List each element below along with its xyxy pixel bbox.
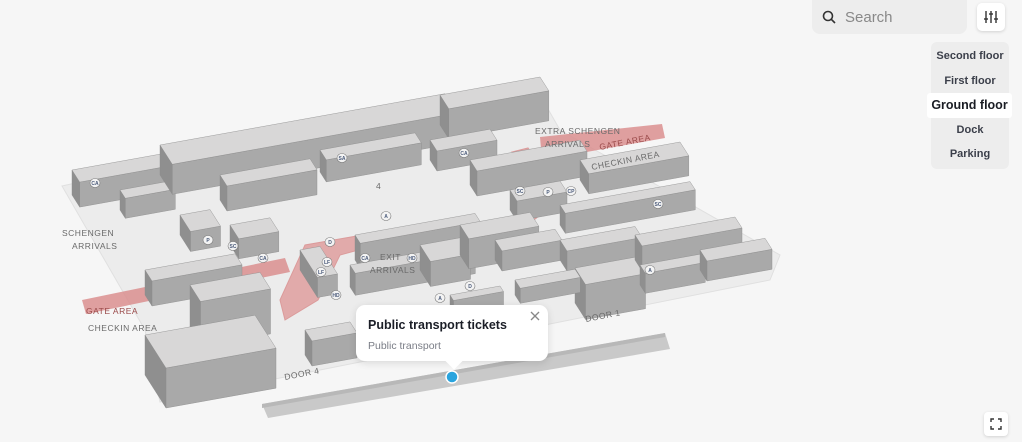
poi-label: D xyxy=(328,240,332,246)
floor-selector: Second floor First floor Ground floor Do… xyxy=(927,42,1012,169)
poi-marker[interactable]: D xyxy=(464,281,476,291)
building xyxy=(639,253,706,294)
popup-title: Public transport tickets xyxy=(368,318,507,332)
label-exit-2: ARRIVALS xyxy=(370,265,415,275)
poi-marker[interactable]: HD xyxy=(406,253,418,263)
poi-label: A xyxy=(438,296,442,302)
building xyxy=(579,141,690,195)
public-transport-marker[interactable] xyxy=(445,370,459,384)
building xyxy=(319,132,422,183)
poi-marker[interactable]: LF xyxy=(315,267,327,277)
building xyxy=(469,139,588,197)
label-extra-schengen-2: ARRIVALS xyxy=(545,139,590,149)
poi-label: A xyxy=(384,214,388,220)
building xyxy=(699,238,773,282)
label-extra-schengen: EXTRA SCHENGEN xyxy=(535,126,620,136)
building xyxy=(559,181,696,234)
poi-marker[interactable]: LF xyxy=(321,257,333,267)
road-strip xyxy=(262,333,670,418)
search-box[interactable] xyxy=(812,0,967,34)
poi-marker[interactable]: SA xyxy=(336,153,348,163)
building xyxy=(219,158,318,212)
close-icon[interactable] xyxy=(528,309,542,323)
poi-marker[interactable]: SC xyxy=(514,186,526,196)
label-schengen-2: ARRIVALS xyxy=(72,241,117,251)
poi-marker[interactable]: CA xyxy=(89,178,101,188)
poi-marker[interactable]: A xyxy=(380,211,392,221)
label-hall-4: 4 xyxy=(376,181,381,191)
building xyxy=(419,237,471,288)
poi-marker[interactable]: CA xyxy=(359,253,371,263)
poi-label: LF xyxy=(318,270,324,276)
search-icon xyxy=(822,10,836,24)
fullscreen-button[interactable] xyxy=(984,412,1008,436)
poi-label: P xyxy=(546,190,550,196)
search-input[interactable] xyxy=(843,7,957,27)
poi-label: CA xyxy=(460,151,468,157)
popup-subtitle: Public transport xyxy=(368,340,441,352)
building xyxy=(179,209,221,253)
building xyxy=(144,314,277,409)
building xyxy=(304,321,358,367)
fullscreen-icon xyxy=(990,418,1002,430)
poi-label: SC xyxy=(655,202,662,208)
poi-label: A xyxy=(648,268,652,274)
building xyxy=(229,217,280,260)
poi-label: D xyxy=(468,284,472,290)
poi-label: LF xyxy=(324,260,330,266)
building xyxy=(559,226,643,272)
poi-popup: Public transport tickets Public transpor… xyxy=(356,305,548,361)
poi-label: HD xyxy=(408,256,416,262)
poi-marker[interactable]: CP xyxy=(565,186,577,196)
label-exit: EXIT xyxy=(380,252,401,262)
poi-label: SA xyxy=(339,156,346,162)
label-checkin-area-left: CHECKIN AREA xyxy=(88,323,157,333)
poi-marker[interactable]: CA xyxy=(458,148,470,158)
poi-label: CP xyxy=(568,189,576,195)
poi-marker[interactable]: P xyxy=(542,187,554,197)
building xyxy=(514,268,581,304)
label-gate-area-left: GATE AREA xyxy=(86,306,138,316)
poi-label: CA xyxy=(91,181,99,187)
poi-label: HD xyxy=(332,293,340,299)
poi-marker[interactable]: SC xyxy=(652,199,664,209)
poi-marker[interactable]: A xyxy=(644,265,656,275)
poi-marker[interactable]: P xyxy=(202,235,214,245)
building xyxy=(439,76,550,140)
poi-marker[interactable]: HD xyxy=(330,290,342,300)
sliders-icon xyxy=(984,11,998,23)
poi-label: P xyxy=(206,238,210,244)
poi-label: CA xyxy=(259,256,267,262)
floor-parking[interactable]: Parking xyxy=(949,148,991,160)
poi-label: SC xyxy=(230,244,237,250)
floor-ground[interactable]: Ground floor xyxy=(927,93,1012,118)
label-schengen: SCHENGEN xyxy=(62,228,114,238)
filter-button[interactable] xyxy=(977,3,1005,31)
poi-marker[interactable]: A xyxy=(434,293,446,303)
poi-markers[interactable]: CA HD LF SC D A SA CP P CA SC A D LF CA HD SC P CA A xyxy=(89,148,664,303)
floor-first[interactable]: First floor xyxy=(944,74,996,87)
floor-dock[interactable]: Dock xyxy=(956,123,984,136)
poi-marker[interactable]: D xyxy=(324,237,336,247)
poi-marker[interactable]: CA xyxy=(257,253,269,263)
poi-label: SC xyxy=(517,189,524,195)
poi-label: CA xyxy=(361,256,369,262)
poi-marker[interactable]: SC xyxy=(227,241,239,251)
building xyxy=(574,256,646,321)
floor-second[interactable]: Second floor xyxy=(936,50,1004,62)
